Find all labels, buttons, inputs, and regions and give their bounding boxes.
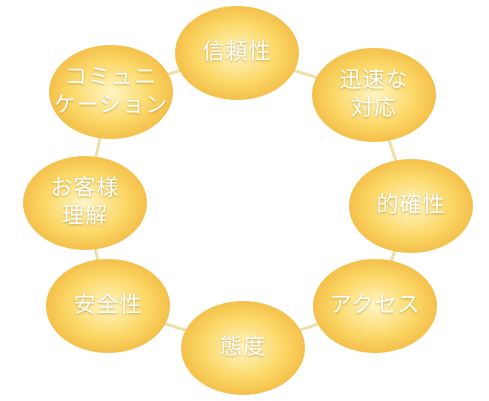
node-orb-attitude: [181, 301, 305, 395]
node-orb-safety: [46, 259, 170, 353]
node-orb-access: [313, 259, 437, 353]
node-orb-speed: [312, 48, 436, 142]
node-orb-accuracy: [349, 159, 473, 253]
node-orb-trust: [175, 6, 299, 100]
node-orb-communication: [49, 45, 173, 139]
node-orb-customer: [23, 156, 147, 250]
